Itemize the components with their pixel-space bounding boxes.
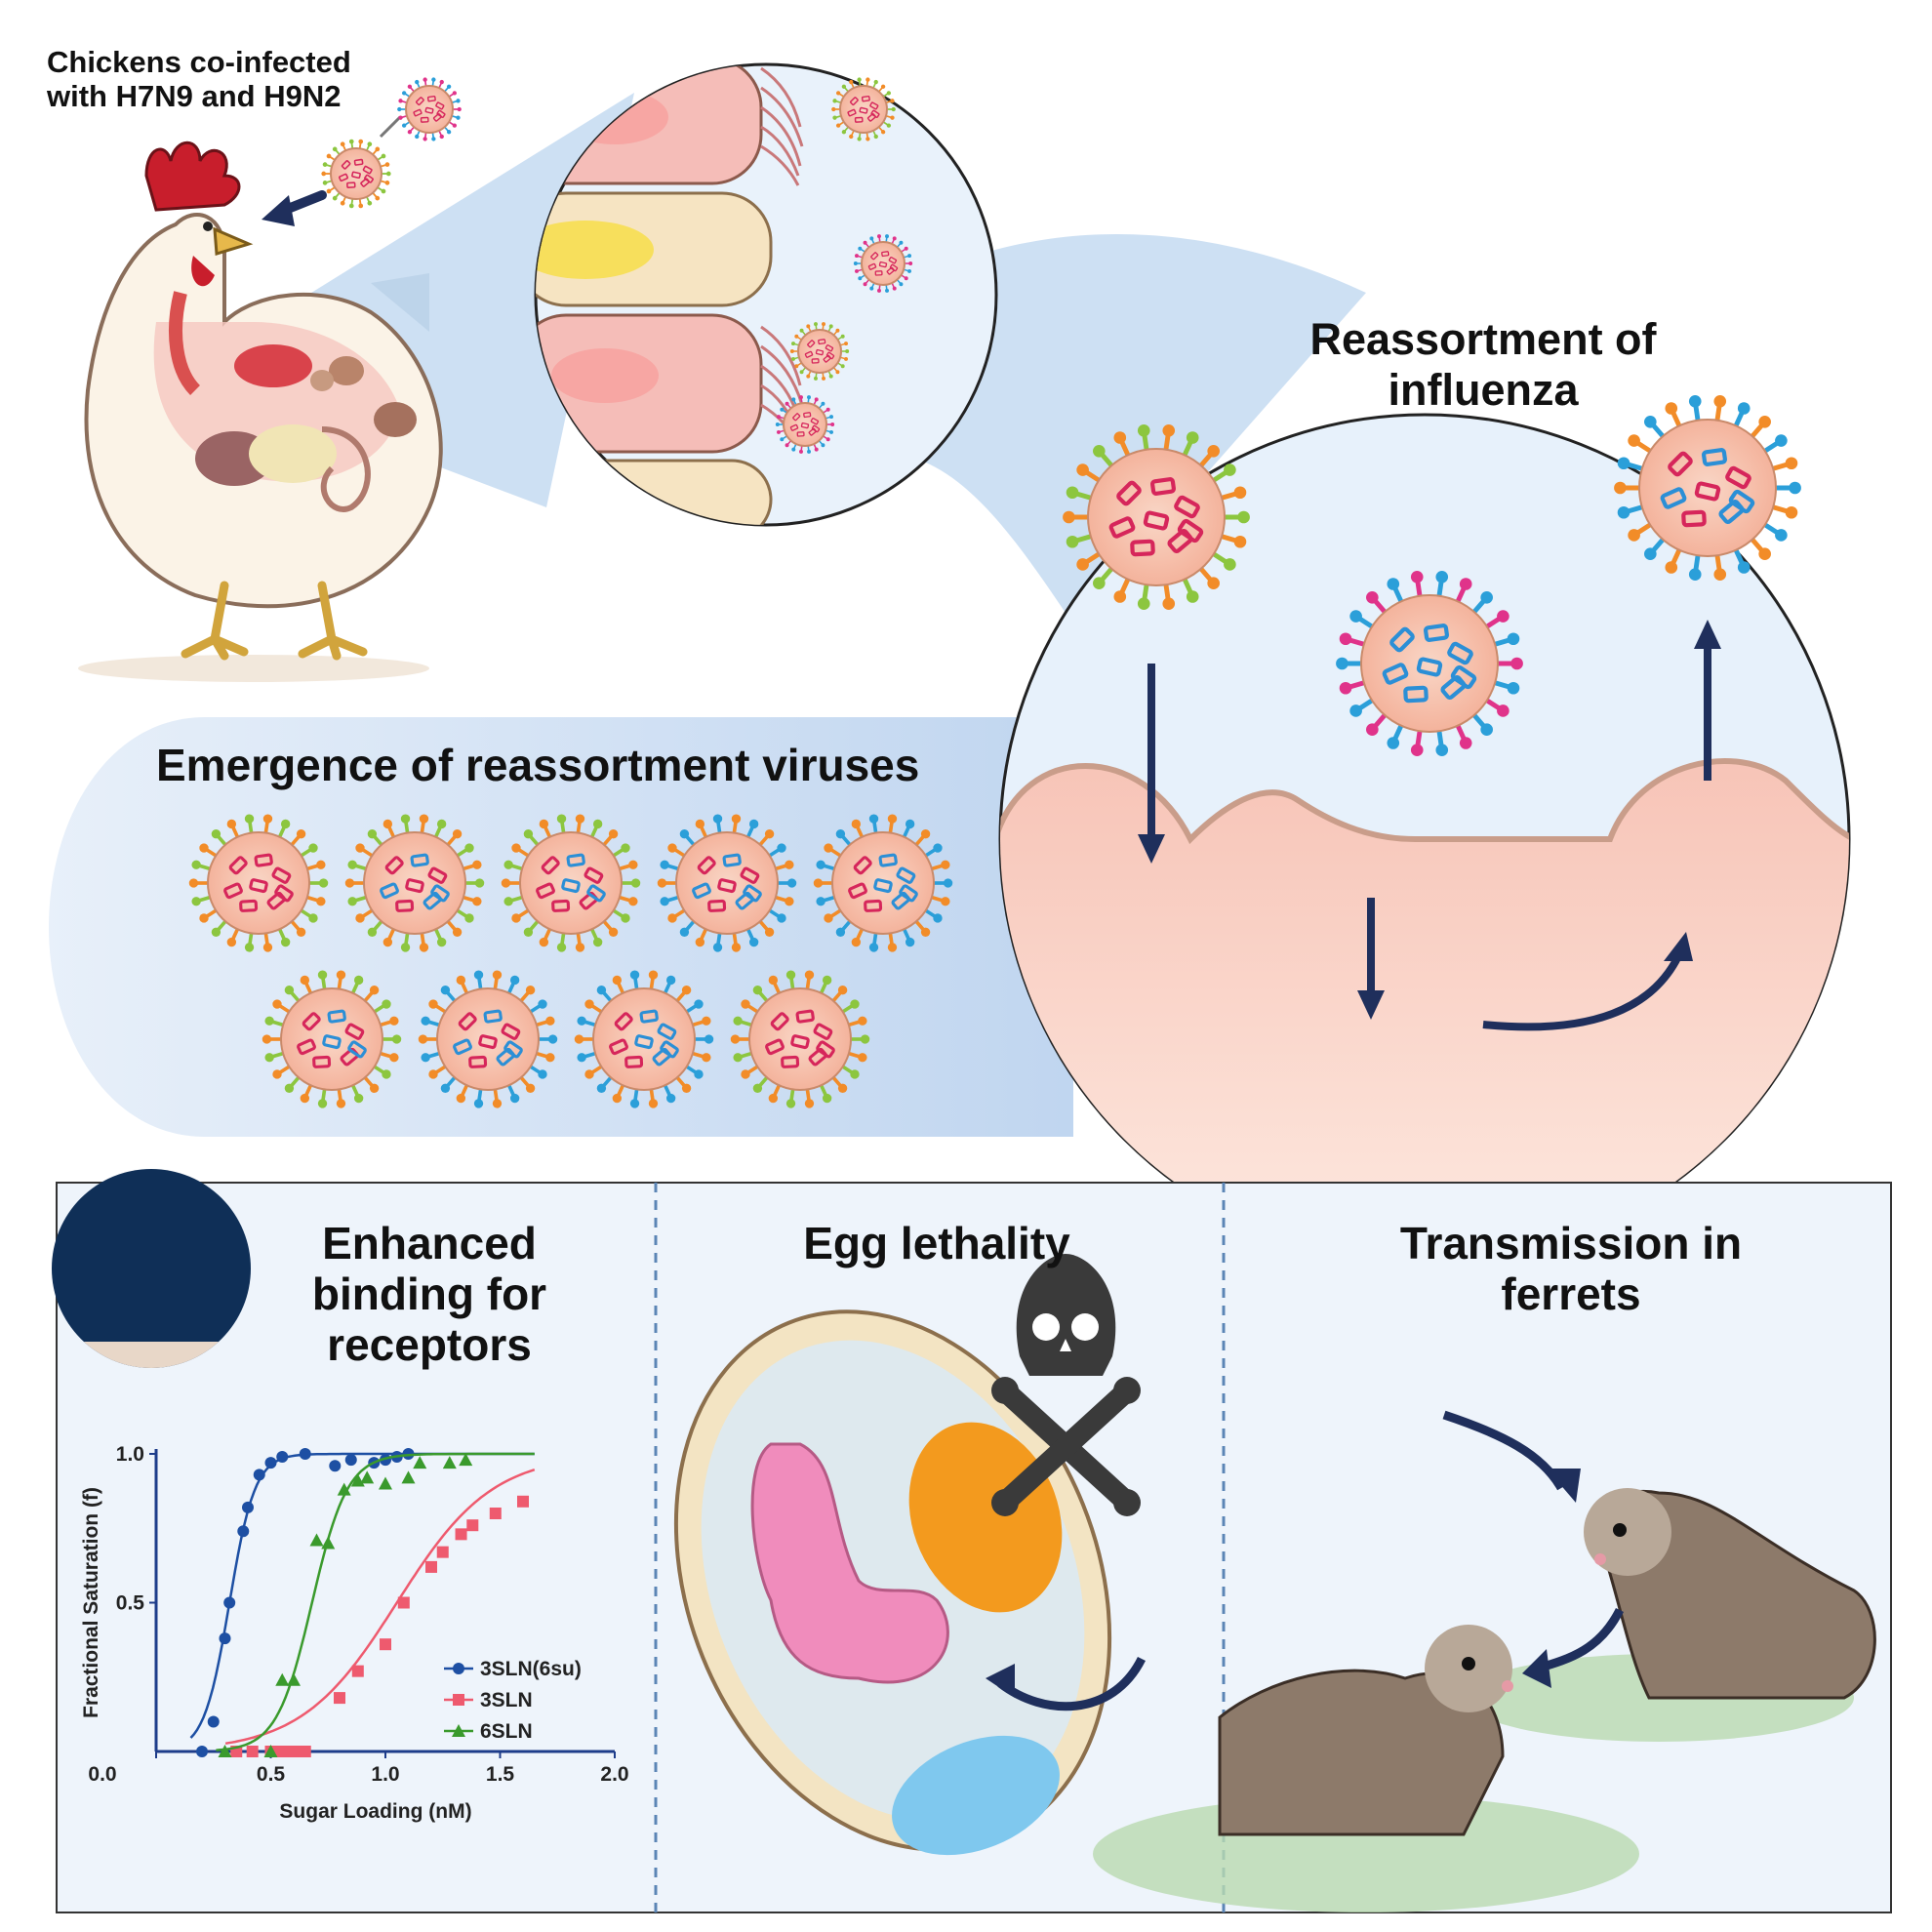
chicken-illustration [78, 141, 443, 682]
y-axis-label: Fractional Saturation (f) [80, 1487, 102, 1718]
data-point [455, 1528, 467, 1541]
virus-emergent [344, 814, 485, 952]
data-point [466, 1519, 479, 1532]
y-tick-label: 1.0 [116, 1443, 144, 1466]
legend-label: 3SLN(6su) [480, 1658, 582, 1680]
data-point [425, 1560, 437, 1573]
data-point [452, 1724, 465, 1737]
data-point [413, 1456, 427, 1469]
virus-h7n9-small [321, 139, 391, 209]
data-point [218, 1745, 232, 1757]
series-6SLN: 6SLN [216, 1452, 535, 1757]
data-point [223, 1596, 236, 1609]
data-point [299, 1448, 311, 1460]
y-tick-label: 0.5 [116, 1592, 145, 1615]
legend-label: 6SLN [480, 1720, 533, 1743]
virus-zoom-1 [831, 77, 896, 141]
virus-emergent [501, 814, 641, 952]
data-point [329, 1460, 342, 1472]
virus-reassortant [1614, 395, 1801, 581]
data-point [337, 1482, 351, 1496]
ferret-illustrations [1093, 1410, 1876, 1912]
data-point [442, 1456, 457, 1469]
virus-emergent [813, 814, 953, 952]
data-point [517, 1495, 529, 1508]
data-point [309, 1533, 324, 1547]
data-point [276, 1451, 289, 1464]
data-point [397, 1596, 410, 1609]
reassortment-circle [998, 413, 1851, 1266]
skull-crossbones-icon [991, 1254, 1141, 1516]
data-point [321, 1536, 336, 1550]
virus-emergent [730, 970, 870, 1108]
data-point [288, 1746, 300, 1757]
virus-zoom-3 [789, 322, 850, 381]
reassortment-arrows [1138, 620, 1721, 1031]
virus-parent-h7n9 [1063, 424, 1250, 610]
data-point [237, 1525, 250, 1538]
transmission-title: Transmission in ferrets [1399, 1218, 1743, 1319]
data-point [275, 1672, 290, 1686]
data-point [436, 1546, 449, 1558]
x-tick-label: 2.0 [600, 1763, 628, 1786]
virus-parent-h9n2 [1336, 571, 1523, 756]
data-point [380, 1638, 391, 1651]
x-axis-label: Sugar Loading (nM) [279, 1800, 471, 1823]
data-point [196, 1746, 208, 1757]
data-point [351, 1665, 364, 1677]
infection-arrowhead [262, 195, 295, 226]
data-point [246, 1746, 259, 1757]
chicken-label: Chickens co-infected with H7N9 and H9N2 [47, 45, 351, 113]
virus-zoom-2 [853, 234, 913, 293]
virus-emergent [262, 970, 402, 1108]
data-point [242, 1501, 254, 1513]
x-tick-label: 1.0 [371, 1763, 399, 1786]
data-point [219, 1632, 231, 1645]
series-3SLN: 3SLN [224, 1469, 536, 1757]
data-point [299, 1746, 311, 1757]
emergence-title: Emergence of reassortment viruses [156, 740, 920, 790]
data-point [344, 1454, 357, 1467]
data-point [276, 1746, 289, 1757]
virus-h9n2-small [397, 77, 462, 141]
enhanced-binding-title: Enhanced binding for receptors [311, 1218, 547, 1370]
data-point [459, 1453, 473, 1467]
virus-emergent [657, 814, 797, 952]
data-point [207, 1715, 220, 1728]
data-point [402, 1448, 415, 1460]
series-curve [224, 1469, 536, 1746]
data-point [379, 1476, 392, 1490]
virus-emergent [574, 970, 714, 1108]
series-curve [216, 1452, 535, 1751]
virus-emergent [188, 814, 329, 952]
data-point [264, 1457, 277, 1469]
legend-label: 3SLN [480, 1689, 533, 1711]
egg-lethality-title: Egg lethality [803, 1218, 1070, 1268]
data-point [360, 1470, 375, 1484]
x-tick-label: 0.0 [88, 1763, 116, 1786]
virus-emergent [418, 970, 558, 1108]
data-point [401, 1470, 416, 1484]
data-point [453, 1663, 464, 1674]
data-point [489, 1508, 502, 1519]
x-tick-label: 0.5 [257, 1763, 286, 1786]
egg-illustration [673, 1309, 1147, 1856]
x-tick-label: 1.5 [486, 1763, 515, 1786]
data-point [334, 1692, 345, 1705]
reassortment-title: Reassortment of influenza [1309, 314, 1657, 415]
data-point [287, 1672, 301, 1686]
data-point [253, 1469, 265, 1481]
data-point [263, 1745, 278, 1757]
virus-zoom-4 [775, 395, 835, 454]
data-point [453, 1694, 464, 1706]
